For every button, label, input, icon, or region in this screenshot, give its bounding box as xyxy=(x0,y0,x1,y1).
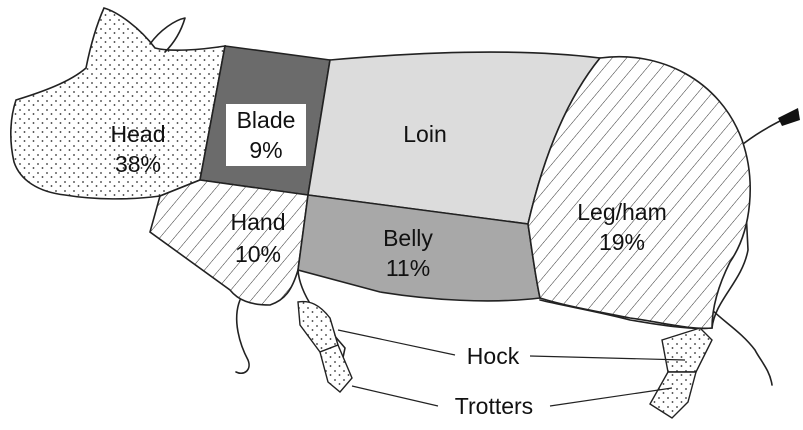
hock-leader-right xyxy=(530,356,685,360)
tail-tip xyxy=(778,108,800,126)
belly-label: Belly xyxy=(383,225,433,251)
head-percent: 38% xyxy=(115,151,161,177)
rear-trotter xyxy=(650,372,696,418)
front-far-leg xyxy=(236,300,249,373)
hand-label: Hand xyxy=(231,209,286,235)
cut-hand xyxy=(150,180,308,305)
ear-far xyxy=(150,18,185,52)
hock-label: Hock xyxy=(467,343,520,369)
front-hock xyxy=(298,302,338,352)
hock-leader-left xyxy=(338,330,455,355)
trotters-label: Trotters xyxy=(455,393,533,419)
hand-percent: 10% xyxy=(235,241,281,267)
loin-label: Loin xyxy=(403,121,446,147)
trotters-leader-left xyxy=(352,386,438,406)
front-trotter xyxy=(320,345,352,392)
blade-percent: 9% xyxy=(249,137,282,163)
blade-label: Blade xyxy=(237,107,296,133)
head-label: Head xyxy=(111,121,166,147)
leg-percent: 19% xyxy=(599,229,645,255)
rear-hock xyxy=(662,328,712,372)
leg-label: Leg/ham xyxy=(577,199,667,225)
belly-percent: 11% xyxy=(386,255,430,281)
